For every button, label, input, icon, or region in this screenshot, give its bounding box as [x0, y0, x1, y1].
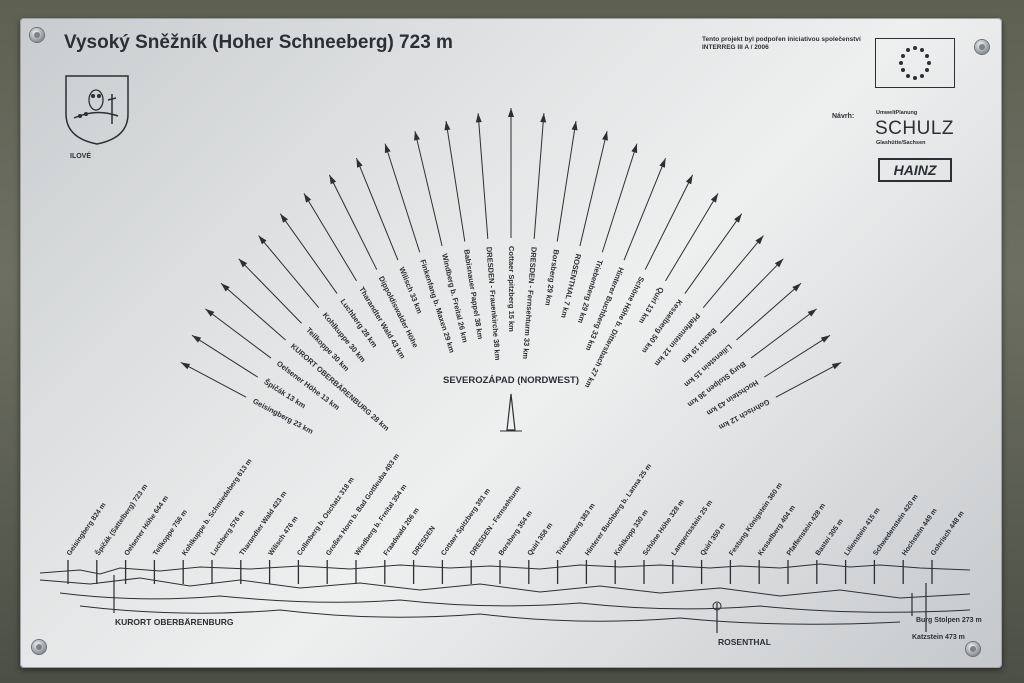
- ray-arrow-icon: [832, 360, 843, 370]
- skyline-label: Bastei 305 m: [815, 518, 845, 557]
- direction-ray-label: DRESDEN - Fernsehturm 33 km: [521, 247, 539, 360]
- direction-ray-line: [239, 259, 302, 323]
- skyline-label: Festung Königstein 360 m: [728, 482, 784, 557]
- direction-ray-line: [280, 214, 337, 294]
- direction-ray-line: [557, 121, 576, 242]
- ray-arrow-icon: [540, 113, 547, 122]
- ray-arrow-icon: [179, 360, 190, 370]
- direction-ray-label: DRESDEN - Frauenkirche 38 km: [484, 246, 502, 360]
- rosenthal-label: ROSENTHAL: [718, 637, 771, 647]
- center-marker-icon: [507, 394, 515, 430]
- direction-ray-label: Quirl 13 km: [637, 286, 666, 326]
- direction-ray-line: [736, 283, 801, 340]
- direction-ray-line: [258, 236, 318, 308]
- direction-ray-line: [181, 362, 246, 397]
- direction-ray-line: [446, 121, 465, 242]
- skyline-label: Quirl 358 m: [527, 522, 555, 557]
- ray-arrow-icon: [808, 306, 819, 316]
- direction-ray-line: [329, 175, 376, 270]
- direction-ray-label: Borsberg 29 km: [543, 249, 561, 307]
- direction-ray-line: [385, 144, 420, 253]
- direction-ray-line: [685, 214, 742, 294]
- ray-arrow-icon: [711, 192, 721, 203]
- direction-ray-line: [356, 158, 397, 260]
- direction-ray-line: [304, 193, 357, 280]
- ray-arrow-icon: [301, 192, 311, 203]
- ray-arrow-icon: [686, 174, 695, 185]
- direction-ray-label: ROSENTHAL 7 km: [559, 253, 583, 319]
- ray-arrow-icon: [443, 121, 450, 131]
- skyline-label: Špičák (Sattelberg) 723 m: [93, 482, 149, 557]
- panorama-plate: Vysoký Sněžník (Hoher Schneeberg) 723 m …: [20, 18, 1002, 668]
- skyline-profile: [40, 564, 970, 624]
- ray-arrow-icon: [734, 212, 744, 223]
- skyline-label: Windberg b. Freital 354 m: [354, 483, 409, 557]
- direction-ray-line: [703, 236, 763, 308]
- ray-arrow-icon: [190, 333, 201, 343]
- direction-ray-line: [720, 259, 783, 323]
- katzstein-label: Katzstein 473 m: [912, 634, 965, 641]
- direction-ray-line: [580, 131, 607, 246]
- direction-ray-line: [666, 193, 719, 280]
- skyline-label: Tharandter Wald 423 m: [239, 490, 289, 557]
- direction-ray-line: [776, 362, 841, 397]
- ray-arrow-icon: [327, 174, 336, 185]
- direction-ray-label: Pfaffenstein 12 km: [652, 311, 702, 368]
- ray-arrow-icon: [412, 130, 420, 140]
- skyline-label: Cottaer Spitzberg 391 m: [440, 487, 492, 557]
- skyline-label: DRESDEN - Fernsehturm: [469, 485, 522, 557]
- ray-arrow-icon: [382, 143, 390, 153]
- direction-ray-line: [478, 113, 488, 239]
- direction-ray-line: [764, 335, 830, 377]
- ray-arrow-icon: [572, 121, 579, 131]
- direction-ray-label: Cottaer Spitzberg 15 km: [507, 246, 516, 332]
- ray-arrow-icon: [821, 333, 832, 343]
- direction-ray-line: [645, 175, 692, 270]
- direction-ray-line: [192, 335, 258, 377]
- direction-ray-line: [415, 131, 442, 246]
- direction-ray-line: [221, 283, 286, 340]
- ray-arrow-icon: [508, 108, 514, 117]
- ray-arrow-icon: [204, 306, 215, 316]
- direction-ray-line: [602, 144, 637, 253]
- ray-arrow-icon: [631, 143, 639, 153]
- kurort-oberbarenburg-label: KURORT OBERBÄRENBURG: [115, 617, 234, 627]
- ray-arrow-icon: [278, 212, 288, 223]
- ray-arrow-icon: [354, 157, 363, 168]
- skyline-label: Collmberg b. Oschatz 318 m: [296, 476, 356, 557]
- direction-ray-line: [624, 158, 665, 260]
- direction-ray-line: [205, 309, 271, 358]
- direction-ray-line: [751, 309, 817, 358]
- skyline-label: Wilisch 476 m: [268, 515, 300, 557]
- direction-ray-line: [534, 113, 544, 239]
- skyline-label: Gohrisch 448 m: [930, 510, 966, 557]
- ray-arrow-icon: [659, 157, 668, 168]
- skyline-label: DRESDEN: [412, 525, 437, 557]
- burg-stolpen-label: Burg Stolpen 273 m: [916, 617, 982, 624]
- ray-arrow-icon: [475, 113, 482, 122]
- ray-arrow-icon: [602, 130, 610, 140]
- direction-ray-label: Burg Stolpen 36 km: [686, 360, 748, 410]
- skyline-label: Quirl 350 m: [700, 522, 728, 557]
